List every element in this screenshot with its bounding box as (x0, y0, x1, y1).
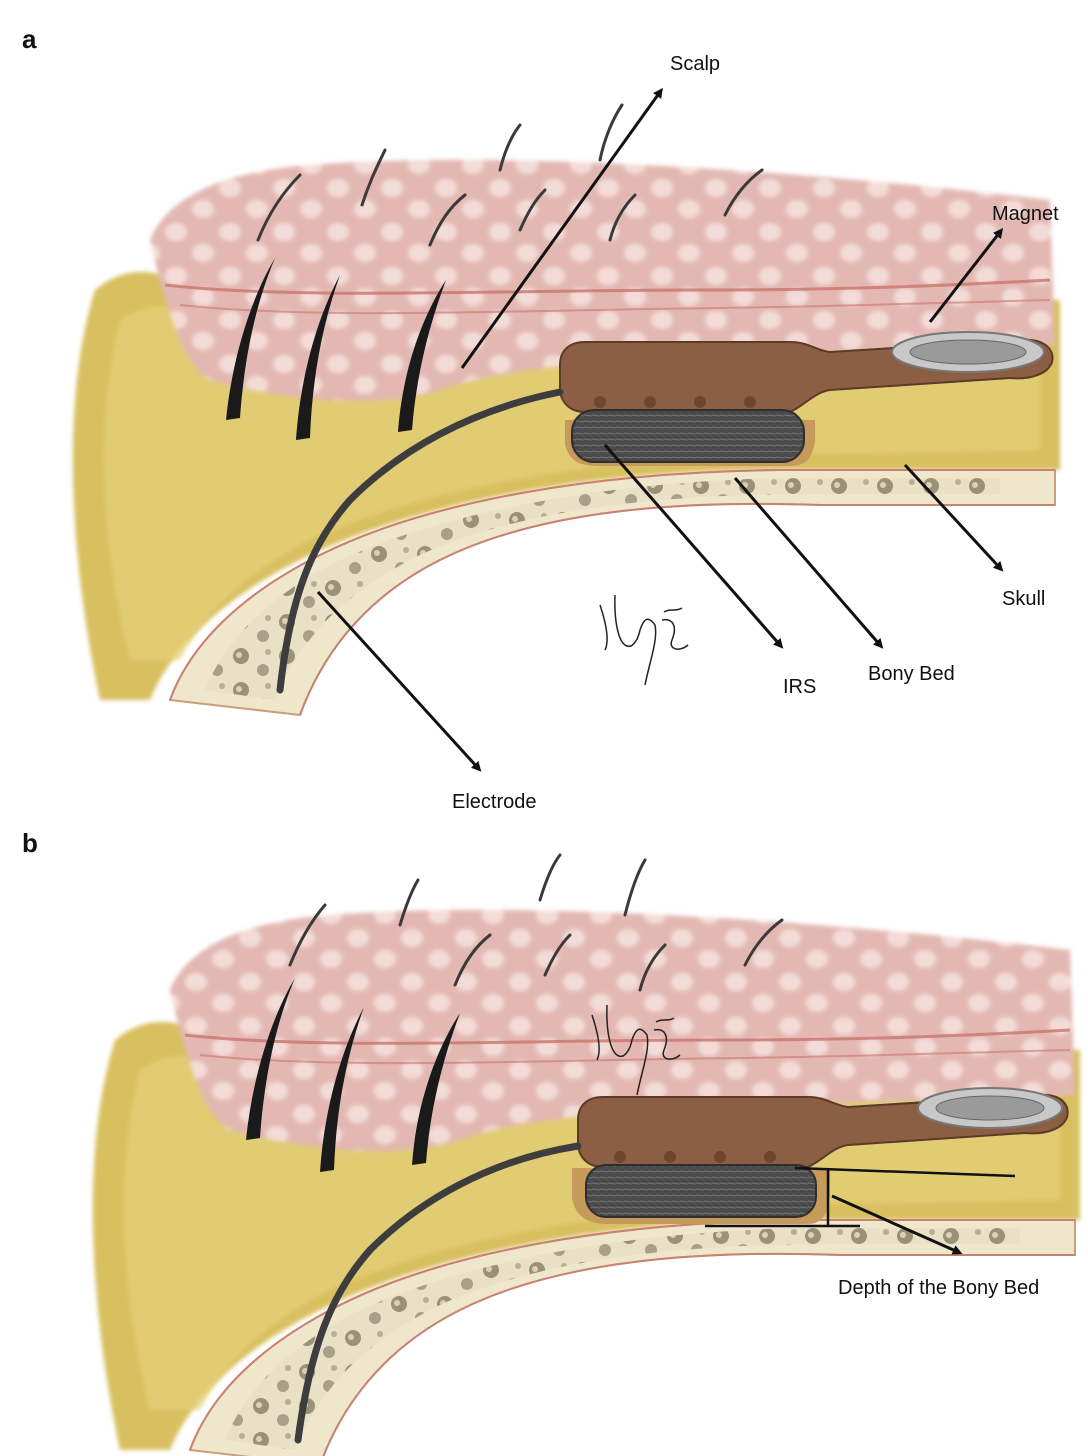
magnet-arrow (928, 228, 1004, 323)
label-electrode: Electrode (452, 791, 537, 813)
implant-receiver-stimulator (559, 331, 1054, 463)
label-bony-bed: Bony Bed (868, 663, 955, 685)
panel-b: b (22, 828, 1080, 1456)
electrode-arrow (316, 590, 482, 772)
artist-signature-a (599, 594, 689, 686)
label-magnet: Magnet (992, 203, 1059, 225)
label-depth-of-bony-bed: Depth of the Bony Bed (838, 1277, 1039, 1299)
panel-letter-b: b (22, 828, 38, 858)
label-irs: IRS (783, 676, 816, 698)
implant-coil (571, 409, 805, 463)
bony-bed-arrow (733, 477, 884, 649)
skull-arrow (903, 463, 1004, 572)
scalp-arrow (460, 87, 663, 369)
electrode-lead (276, 388, 564, 694)
label-scalp: Scalp (670, 53, 720, 75)
panel-letter-a: a (22, 24, 37, 54)
implant-receiver-stimulator-b (577, 1087, 1069, 1218)
depth-arrow (831, 1194, 963, 1255)
irs-arrow (603, 444, 784, 649)
panel-a: a (22, 24, 1060, 813)
hair-group-b (246, 853, 784, 1172)
depth-measurement (705, 1166, 1016, 1228)
electrode-lead-b (294, 1142, 582, 1444)
artist-signature-b (591, 1004, 681, 1096)
label-skull: Skull (1002, 588, 1045, 610)
hair-group-a (226, 103, 764, 440)
